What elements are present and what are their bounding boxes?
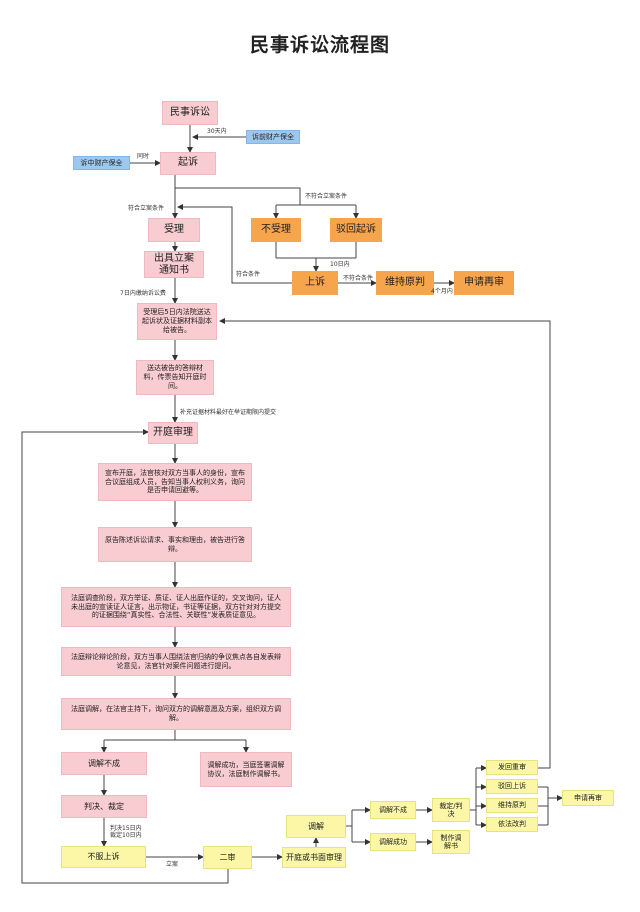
node-mediation-2: 调解	[286, 815, 346, 838]
node-uphold: 维持原判	[486, 798, 538, 813]
node-civil-litigation: 民事诉讼	[162, 101, 218, 125]
node-mediation-2-success: 调解成功	[370, 833, 416, 851]
node-accept: 受理	[148, 218, 200, 242]
node-dismiss-appeal: 驳回上诉	[486, 779, 538, 794]
label-meets-conditions-2: 符合条件	[236, 271, 261, 278]
node-mediation-2-fail: 调解不成	[370, 801, 416, 819]
node-serve-defendant: 受理后5日内法院送达起诉状及证据材料副本给被告。	[137, 303, 217, 340]
label-not-meets-conditions: 不符合立案条件	[305, 193, 348, 200]
node-judgment: 判决、裁定	[61, 795, 147, 818]
node-serve-materials: 送达被告的答辩材料，传票告知开庭时间。	[136, 360, 214, 395]
label-within-30-days: 30天内	[207, 128, 227, 135]
node-dismiss-suit: 驳回起诉	[330, 218, 382, 242]
node-step-statement: 原告陈述诉讼请求、事实和理由，被告进行答辩。	[98, 527, 252, 562]
node-hearing: 开庭审理	[148, 422, 198, 444]
label-within-10-days: 10日内	[330, 261, 350, 268]
node-ruling: 裁定/判 决	[432, 798, 470, 822]
label-pay-fee-7-days: 7日内缴纳诉讼费	[120, 290, 166, 297]
node-mediation-success: 调解成功，当庭签署调解协议，法庭制作调解书。	[200, 752, 292, 787]
node-hearing-or-review: 开庭或书面审理	[282, 847, 346, 868]
label-supplement-evidence: 补充证据材料最好在举证期限内提交	[180, 409, 277, 416]
label-judgment-deadline: 判决15日内 裁定10日内	[110, 825, 142, 840]
node-file-suit: 起诉	[160, 152, 216, 175]
node-filing-notice: 出具立案 通知书	[144, 251, 204, 278]
label-meets-conditions: 符合立案条件	[128, 205, 165, 212]
node-step-debate: 法庭辩论辩论阶段，双方当事人围绕法官归纳的争议焦点各自发表辩论意见，法官针对案件…	[61, 647, 291, 676]
node-second-instance: 二审	[203, 846, 252, 869]
node-reject-accept: 不受理	[251, 218, 301, 242]
node-revise: 依法改判	[486, 817, 538, 832]
node-retrial-final: 申请再审	[562, 790, 614, 806]
node-make-mediation-doc: 制作调 解书	[432, 830, 470, 854]
node-uphold-top: 维持原判	[376, 271, 434, 295]
node-retrial-top: 申请再审	[454, 271, 514, 295]
node-mediation-fail: 调解不成	[61, 752, 147, 775]
node-pre-suit-preservation: 诉前财产保全	[246, 130, 300, 144]
label-simultaneous: 同时	[137, 153, 150, 160]
label-within-4-months: 4个月内	[431, 288, 453, 295]
node-remand: 发回重审	[486, 760, 538, 775]
page-title: 民事诉讼流程图	[249, 34, 390, 56]
node-step-investigation: 法庭调查阶段，双方举证、质证、证人出庭作证的，交叉询问，证人未出庭的宣读证人证言…	[61, 587, 291, 627]
node-in-suit-preservation: 诉中财产保全	[73, 156, 130, 170]
node-no-appeal: 不服上诉	[61, 846, 146, 868]
node-step-mediation: 法庭调解，在法官主持下，询问双方的调解意愿及方案，组织双方调解。	[61, 698, 291, 730]
label-file-case: 立案	[166, 861, 179, 868]
label-not-meets-conditions-2: 不符合条件	[343, 275, 374, 282]
node-appeal-top: 上诉	[292, 271, 338, 295]
node-step-opening: 宣布开庭，法官核对双方当事人的身份，宣布合议庭组成人员，告知当事人权利义务，询问…	[98, 463, 252, 501]
